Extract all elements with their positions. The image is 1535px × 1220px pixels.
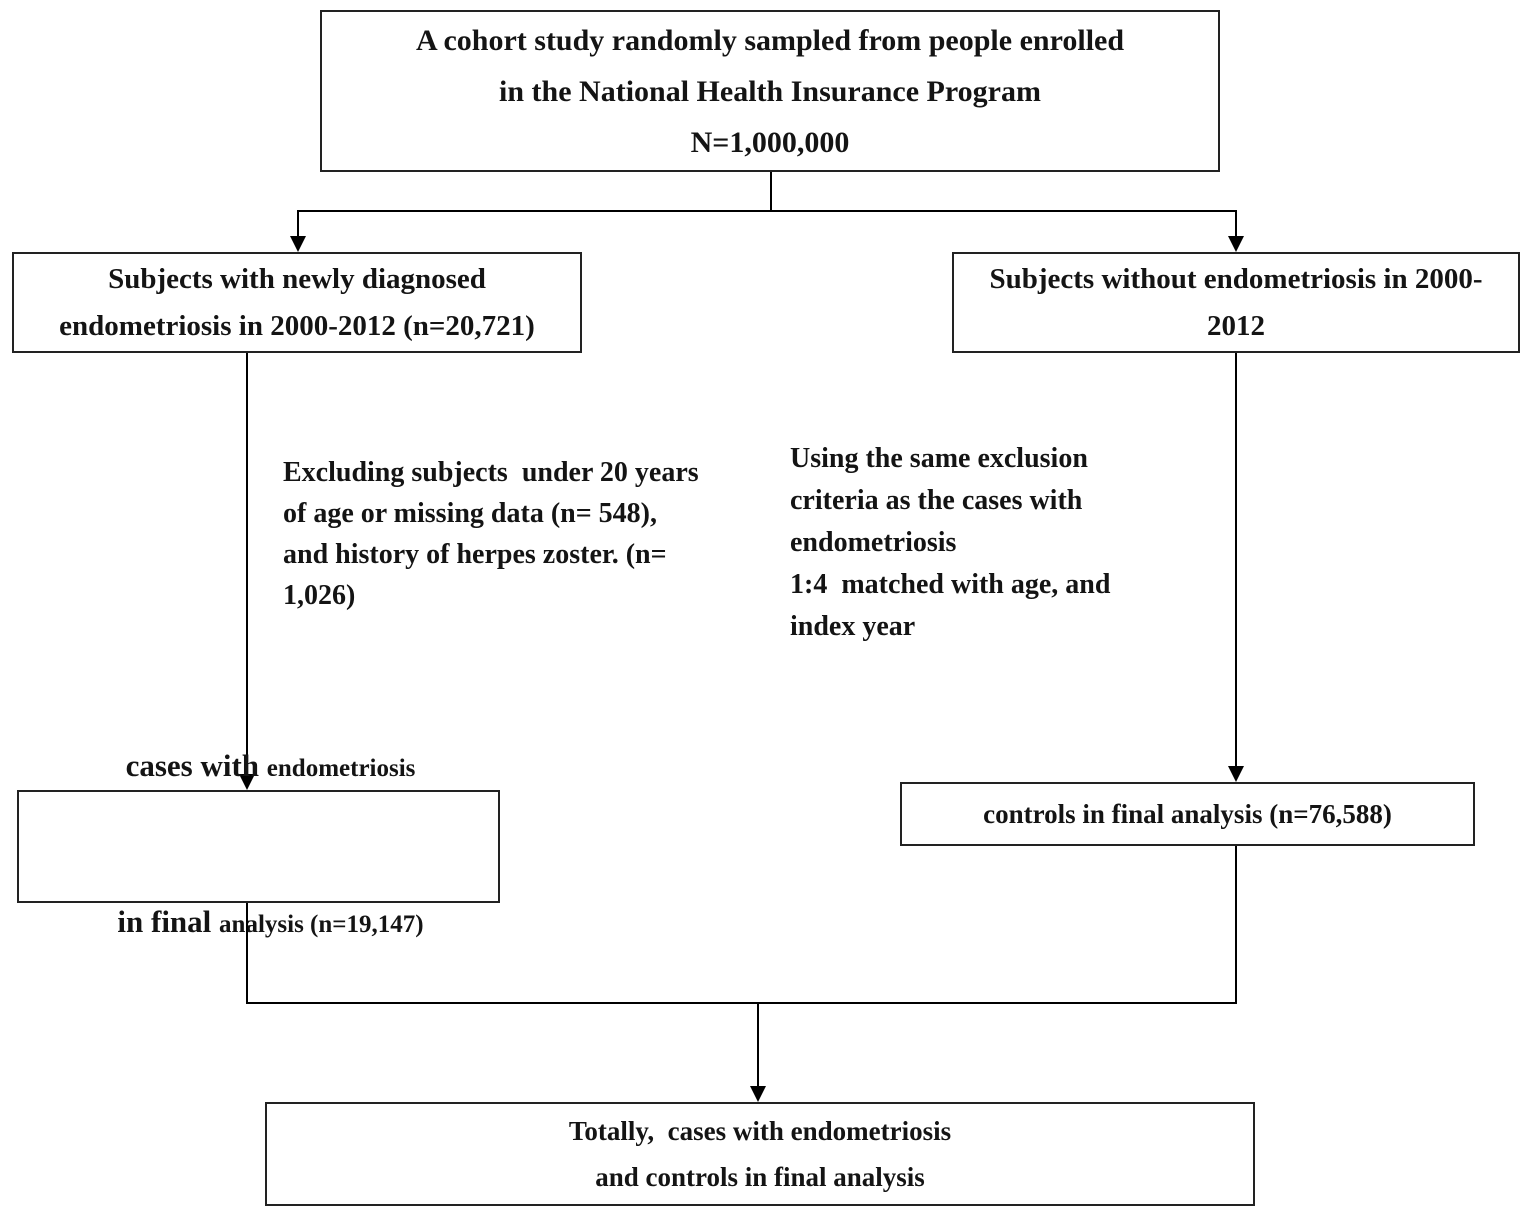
total-final-box: Totally, cases with endometriosis and co… (265, 1102, 1255, 1206)
diagnosed-subjects-box: Subjects with newly diagnosed endometrio… (12, 252, 582, 353)
cohort-source-box: A cohort study randomly sampled from peo… (320, 10, 1220, 172)
without-endometriosis-line-2: 2012 (1207, 309, 1265, 342)
cases-final-line-1-large: cases with (125, 747, 267, 783)
cohort-source-line-2: in the National Health Insurance Program (499, 74, 1041, 108)
cases-final-line-2: in final analysis (n=19,147) (93, 847, 423, 1003)
total-final-line-2: and controls in final analysis (595, 1162, 925, 1192)
connector-controls-out (1235, 846, 1237, 1004)
exclusion-note-left-line-1: Excluding subjects under 20 years (283, 457, 699, 488)
connector-branch-right-drop (1235, 210, 1237, 238)
exclusion-note-left-line-4: 1,026) (283, 580, 356, 611)
arrow-down-icon (239, 774, 255, 790)
cohort-source-line-3: N=1,000,000 (690, 125, 850, 159)
exclusion-note-left: Excluding subjects under 20 years of age… (283, 452, 763, 616)
connector-cases-out (246, 903, 248, 1004)
matching-note-right-line-3: endometriosis (790, 527, 957, 558)
connector-top-vertical (770, 172, 772, 212)
controls-final-box: controls in final analysis (n=76,588) (900, 782, 1475, 846)
cohort-source-line-1: A cohort study randomly sampled from peo… (415, 23, 1125, 57)
connector-left-long (246, 353, 248, 775)
arrow-down-icon (1228, 236, 1244, 252)
cases-final-line-2-small: analysis (n=19,147) (219, 910, 424, 938)
arrow-down-icon (1228, 766, 1244, 782)
matching-note-right-line-4: 1:4 matched with age, and (790, 569, 1111, 600)
arrow-down-icon (290, 236, 306, 252)
cases-final-line-1: cases with endometriosis (102, 691, 416, 847)
exclusion-note-left-line-3: and history of herpes zoster. (n= (283, 539, 667, 570)
diagnosed-subjects-line-1: Subjects with newly diagnosed (108, 262, 486, 295)
exclusion-note-left-line-2: of age or missing data (n= 548), (283, 498, 657, 529)
diagnosed-subjects-line-2: endometriosis in 2000-2012 (n=20,721) (59, 309, 535, 342)
connector-merge-drop (757, 1004, 759, 1086)
without-endometriosis-box: Subjects without endometriosis in 2000- … (952, 252, 1520, 353)
connector-branch-left-drop (297, 210, 299, 238)
cases-final-box: cases with endometriosis in final analys… (17, 748, 500, 939)
controls-final-label: controls in final analysis (n=76,588) (983, 798, 1392, 829)
connector-branch-horizontal (297, 210, 1237, 212)
without-endometriosis-line-1: Subjects without endometriosis in 2000- (989, 262, 1483, 295)
matching-note-right-line-2: criteria as the cases with (790, 485, 1083, 516)
connector-right-long (1235, 353, 1237, 767)
matching-note-right: Using the same exclusion criteria as the… (790, 438, 1220, 648)
matching-note-right-line-1: Using the same exclusion (790, 443, 1088, 474)
arrow-down-icon (750, 1086, 766, 1102)
matching-note-right-line-5: index year (790, 611, 916, 642)
connector-merge-horizontal (246, 1002, 1237, 1004)
cases-final-line-2-large: in final (117, 903, 220, 939)
total-final-line-1: Totally, cases with endometriosis (568, 1116, 952, 1146)
cases-final-line-1-small: endometriosis (266, 754, 416, 782)
